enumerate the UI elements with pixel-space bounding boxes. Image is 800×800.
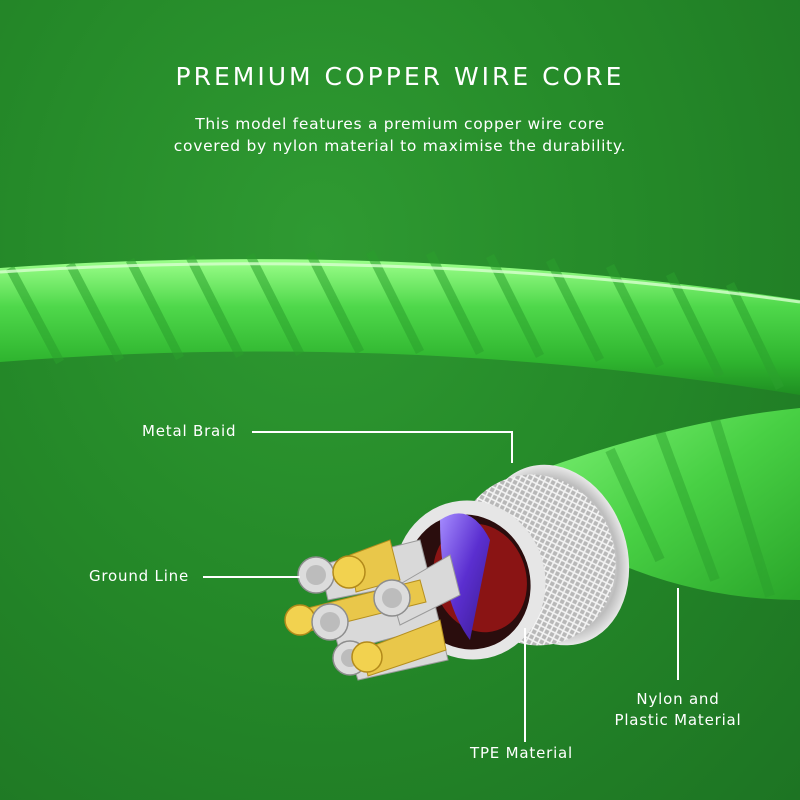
callout-lines [203, 431, 679, 742]
nylon-label-line-1: Nylon and [636, 690, 720, 708]
wire-strands [284, 539, 461, 681]
tpe-material-label: TPE Material [470, 744, 573, 762]
ground-line-label: Ground Line [89, 567, 190, 585]
subtitle-line-2: covered by nylon material to maximise th… [173, 137, 627, 155]
metal-braid-leader [252, 431, 513, 463]
page-subtitle: This model features a premium copper wir… [0, 113, 800, 157]
subtitle-line-1: This model features a premium copper wir… [195, 115, 605, 133]
metal-braid-label: Metal Braid [142, 422, 237, 440]
nylon-material-label: Nylon and Plastic Material [608, 689, 748, 731]
page-title: PREMIUM COPPER WIRE CORE [175, 62, 625, 91]
nylon-label-line-2: Plastic Material [614, 711, 742, 729]
upper-cable [0, 249, 800, 395]
